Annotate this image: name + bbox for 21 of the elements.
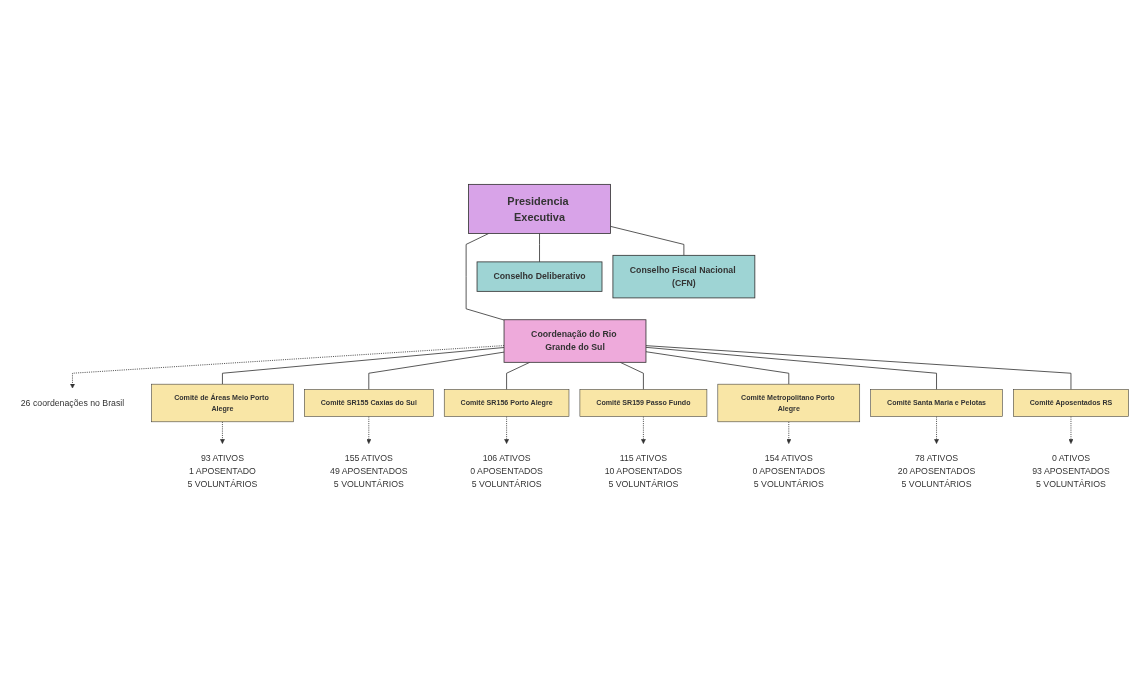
connector <box>645 345 1072 391</box>
node-text: 0 ATIVOS 93 APOSENTADOS 5 VOLUNTÁRIOS <box>1032 453 1110 490</box>
node-text: 155 ATIVOS 49 APOSENTADOS 5 VOLUNTÁRIOS <box>330 453 408 490</box>
node-text: 78 ATIVOS 20 APOSENTADOS 5 VOLUNTÁRIOS <box>897 453 976 490</box>
connector <box>368 351 505 391</box>
connector <box>610 226 685 256</box>
node-text: 26 coordenações no Brasil <box>20 398 125 408</box>
node-box: Conselho Fiscal Nacional (CFN) <box>612 255 756 299</box>
node-box: Presidencia Executiva <box>468 184 611 235</box>
connector <box>539 233 540 263</box>
node-text: 93 ATIVOS 1 APOSENTADO 5 VOLUNTÁRIOS <box>187 453 258 490</box>
connector <box>645 347 937 391</box>
connector <box>645 351 790 385</box>
node-text: 106 ATIVOS 0 APOSENTADOS 5 VOLUNTÁRIOS <box>470 453 543 490</box>
node-box: Coordenação do Rio Grande do Sul <box>503 319 647 363</box>
node-box: Conselho Deliberativo <box>476 261 603 292</box>
arrow <box>70 345 505 389</box>
node-text: 115 ATIVOS 10 APOSENTADOS 5 VOLUNTÁRIOS <box>604 453 683 490</box>
connector <box>465 233 505 321</box>
node-text: 154 ATIVOS 0 APOSENTADOS 5 VOLUNTÁRIOS <box>752 453 826 490</box>
connector <box>222 347 505 385</box>
